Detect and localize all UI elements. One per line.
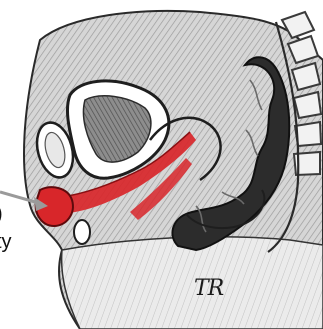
artist-signature: TR: [194, 276, 223, 301]
callout-label-line2: ty: [0, 232, 12, 252]
perineal-region: [62, 237, 323, 329]
callout-label-line1: ): [0, 204, 3, 224]
urethral-opening: [74, 220, 90, 244]
